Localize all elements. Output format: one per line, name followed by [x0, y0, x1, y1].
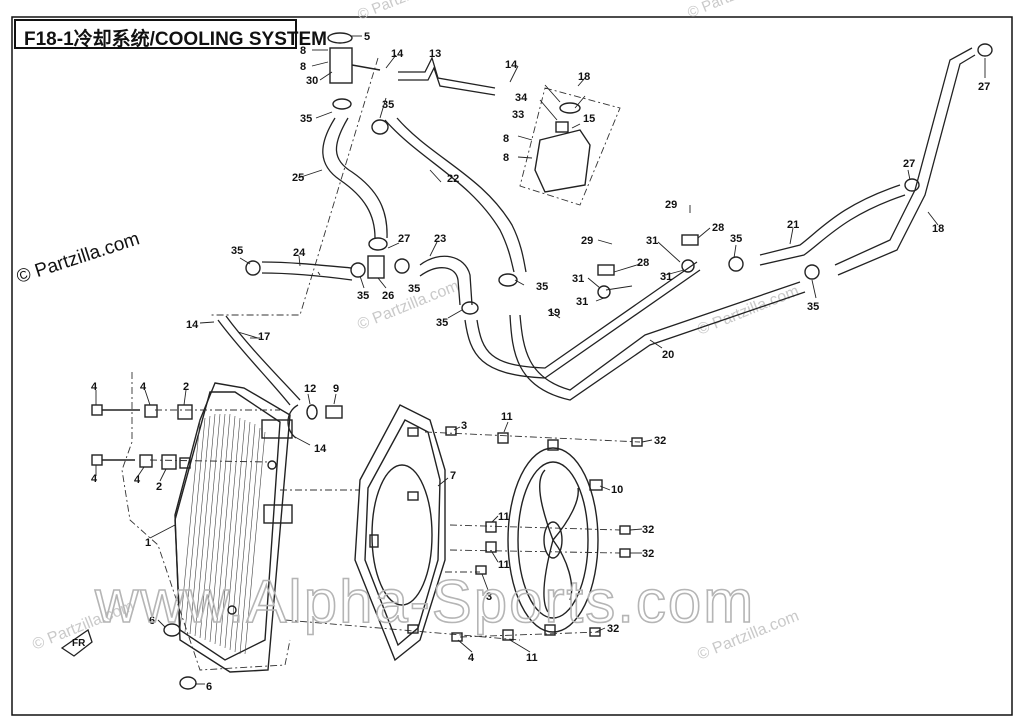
callout-34: 34: [515, 92, 528, 104]
callout-35: 35: [807, 301, 819, 313]
radiator-assembly: [174, 382, 293, 673]
svg-text:FR: FR: [72, 638, 86, 649]
tee-and-brackets: [367, 234, 699, 279]
diagram-title-box: F18-1冷却系统/COOLING SYSTEM: [14, 19, 327, 50]
callout-32: 32: [607, 623, 619, 635]
front-direction-icon: FR: [60, 628, 93, 657]
callout-5: 5: [364, 31, 370, 43]
callout-20: 18: [932, 223, 944, 235]
callout-4: 4: [468, 652, 475, 664]
callout-27: 27: [398, 233, 410, 245]
callout-4: 4: [91, 381, 98, 393]
callout-27: 27: [978, 81, 990, 93]
callout-15: 15: [583, 113, 595, 125]
callout-8: 8: [503, 152, 509, 164]
callout-19: 20: [662, 349, 674, 361]
callout-22: 22: [447, 173, 459, 185]
callout-12: 12: [304, 383, 316, 395]
filler-neck: [327, 32, 381, 84]
callout-28: 28: [712, 222, 724, 234]
callout-17: 17: [258, 331, 270, 343]
callout-32: 32: [654, 435, 666, 447]
callout-2: 2: [156, 481, 162, 493]
callout-35: 35: [536, 281, 548, 293]
callout-11: 11: [501, 411, 513, 423]
callout-9: 9: [333, 383, 339, 395]
callout-4: 4: [91, 473, 98, 485]
callout-35: 35: [408, 283, 420, 295]
callout-14: 14: [505, 59, 518, 71]
callout-4: 3: [486, 591, 492, 603]
callout-6: 6: [149, 615, 155, 627]
callout-27: 27: [903, 158, 915, 170]
callout-35: 35: [730, 233, 742, 245]
callout-13: 13: [429, 48, 441, 60]
partzilla-watermarks: © Partzilla.com © Partzilla.com © Partzi…: [30, 0, 801, 664]
callout-3: 4: [134, 474, 141, 486]
group-outline-upper-hose: [210, 57, 379, 316]
callout-32: 32: [642, 548, 654, 560]
callout-32: 32: [642, 524, 654, 536]
watermark-partzilla-4: © Partzilla.com: [355, 0, 455, 24]
callout-14: 14: [186, 319, 199, 331]
fan-alignment-lines: [424, 431, 641, 638]
callout-29: 29: [665, 199, 677, 211]
callout-3: 4: [140, 381, 147, 393]
leader-lines: [95, 35, 986, 685]
fan-shroud: [354, 404, 446, 662]
sheet-border: [11, 16, 1013, 716]
callout-1: 1: [145, 537, 151, 549]
callout-29: 29: [581, 235, 593, 247]
callout-35: 35: [436, 317, 448, 329]
callout-8: 8: [300, 45, 306, 57]
callout-18: 19: [548, 307, 560, 319]
callout-35: 35: [357, 290, 369, 302]
temperature-sensor: [287, 404, 343, 439]
watermark-partzilla-3: © Partzilla.com: [685, 0, 785, 22]
callout-35: 35: [382, 99, 394, 111]
callout-16: 18: [578, 71, 590, 83]
callout-2: 2: [183, 381, 189, 393]
callout-24: 24: [293, 247, 306, 259]
diagram-title: F18-1冷却系统/COOLING SYSTEM: [24, 29, 327, 50]
callout-35: 35: [300, 113, 312, 125]
fan-fasteners: [445, 426, 643, 642]
hose-clamps: [245, 43, 993, 315]
coolant-reservoir: [534, 102, 591, 193]
callout-28: 28: [637, 257, 649, 269]
callout-21: 21: [787, 219, 799, 231]
hose-network: [217, 47, 976, 406]
radiator-mount-hardware: [91, 404, 197, 690]
group-outline-radiator: [121, 372, 291, 671]
callout-35: 35: [231, 245, 243, 257]
callout-7: 7: [450, 470, 456, 482]
callout-11: 11: [498, 511, 510, 523]
callout-6: 6: [206, 681, 212, 693]
watermark-alpha-sports: www.Alpha-Sports.com: [94, 568, 755, 635]
callout-30: 30: [306, 75, 318, 87]
callout-11: 11: [526, 652, 538, 664]
group-outline-reservoir: [519, 87, 621, 206]
cooling-fan: [507, 439, 603, 636]
callout-11: 11: [498, 559, 510, 571]
callout-25: 25: [292, 172, 304, 184]
callout-14: 14: [314, 443, 327, 455]
callout-8: 8: [503, 133, 509, 145]
callout-26: 26: [382, 290, 394, 302]
callout-31: 31: [646, 235, 658, 247]
watermark-partzilla-2: © Partzilla.com: [695, 283, 801, 339]
callout-31: 31: [572, 273, 584, 285]
callout-33: 33: [512, 109, 524, 121]
callout-31: 31: [576, 296, 588, 308]
callout-8: 8: [300, 61, 306, 73]
part-callouts: 5 8 8 30 35 35 14 13 14 18 34 33 15 8 8 …: [91, 31, 990, 693]
callout-14: 14: [391, 48, 404, 60]
callout-4: 3: [461, 420, 467, 432]
callout-10: 10: [611, 484, 623, 496]
callout-23: 23: [434, 233, 446, 245]
callout-31: 31: [660, 271, 672, 283]
